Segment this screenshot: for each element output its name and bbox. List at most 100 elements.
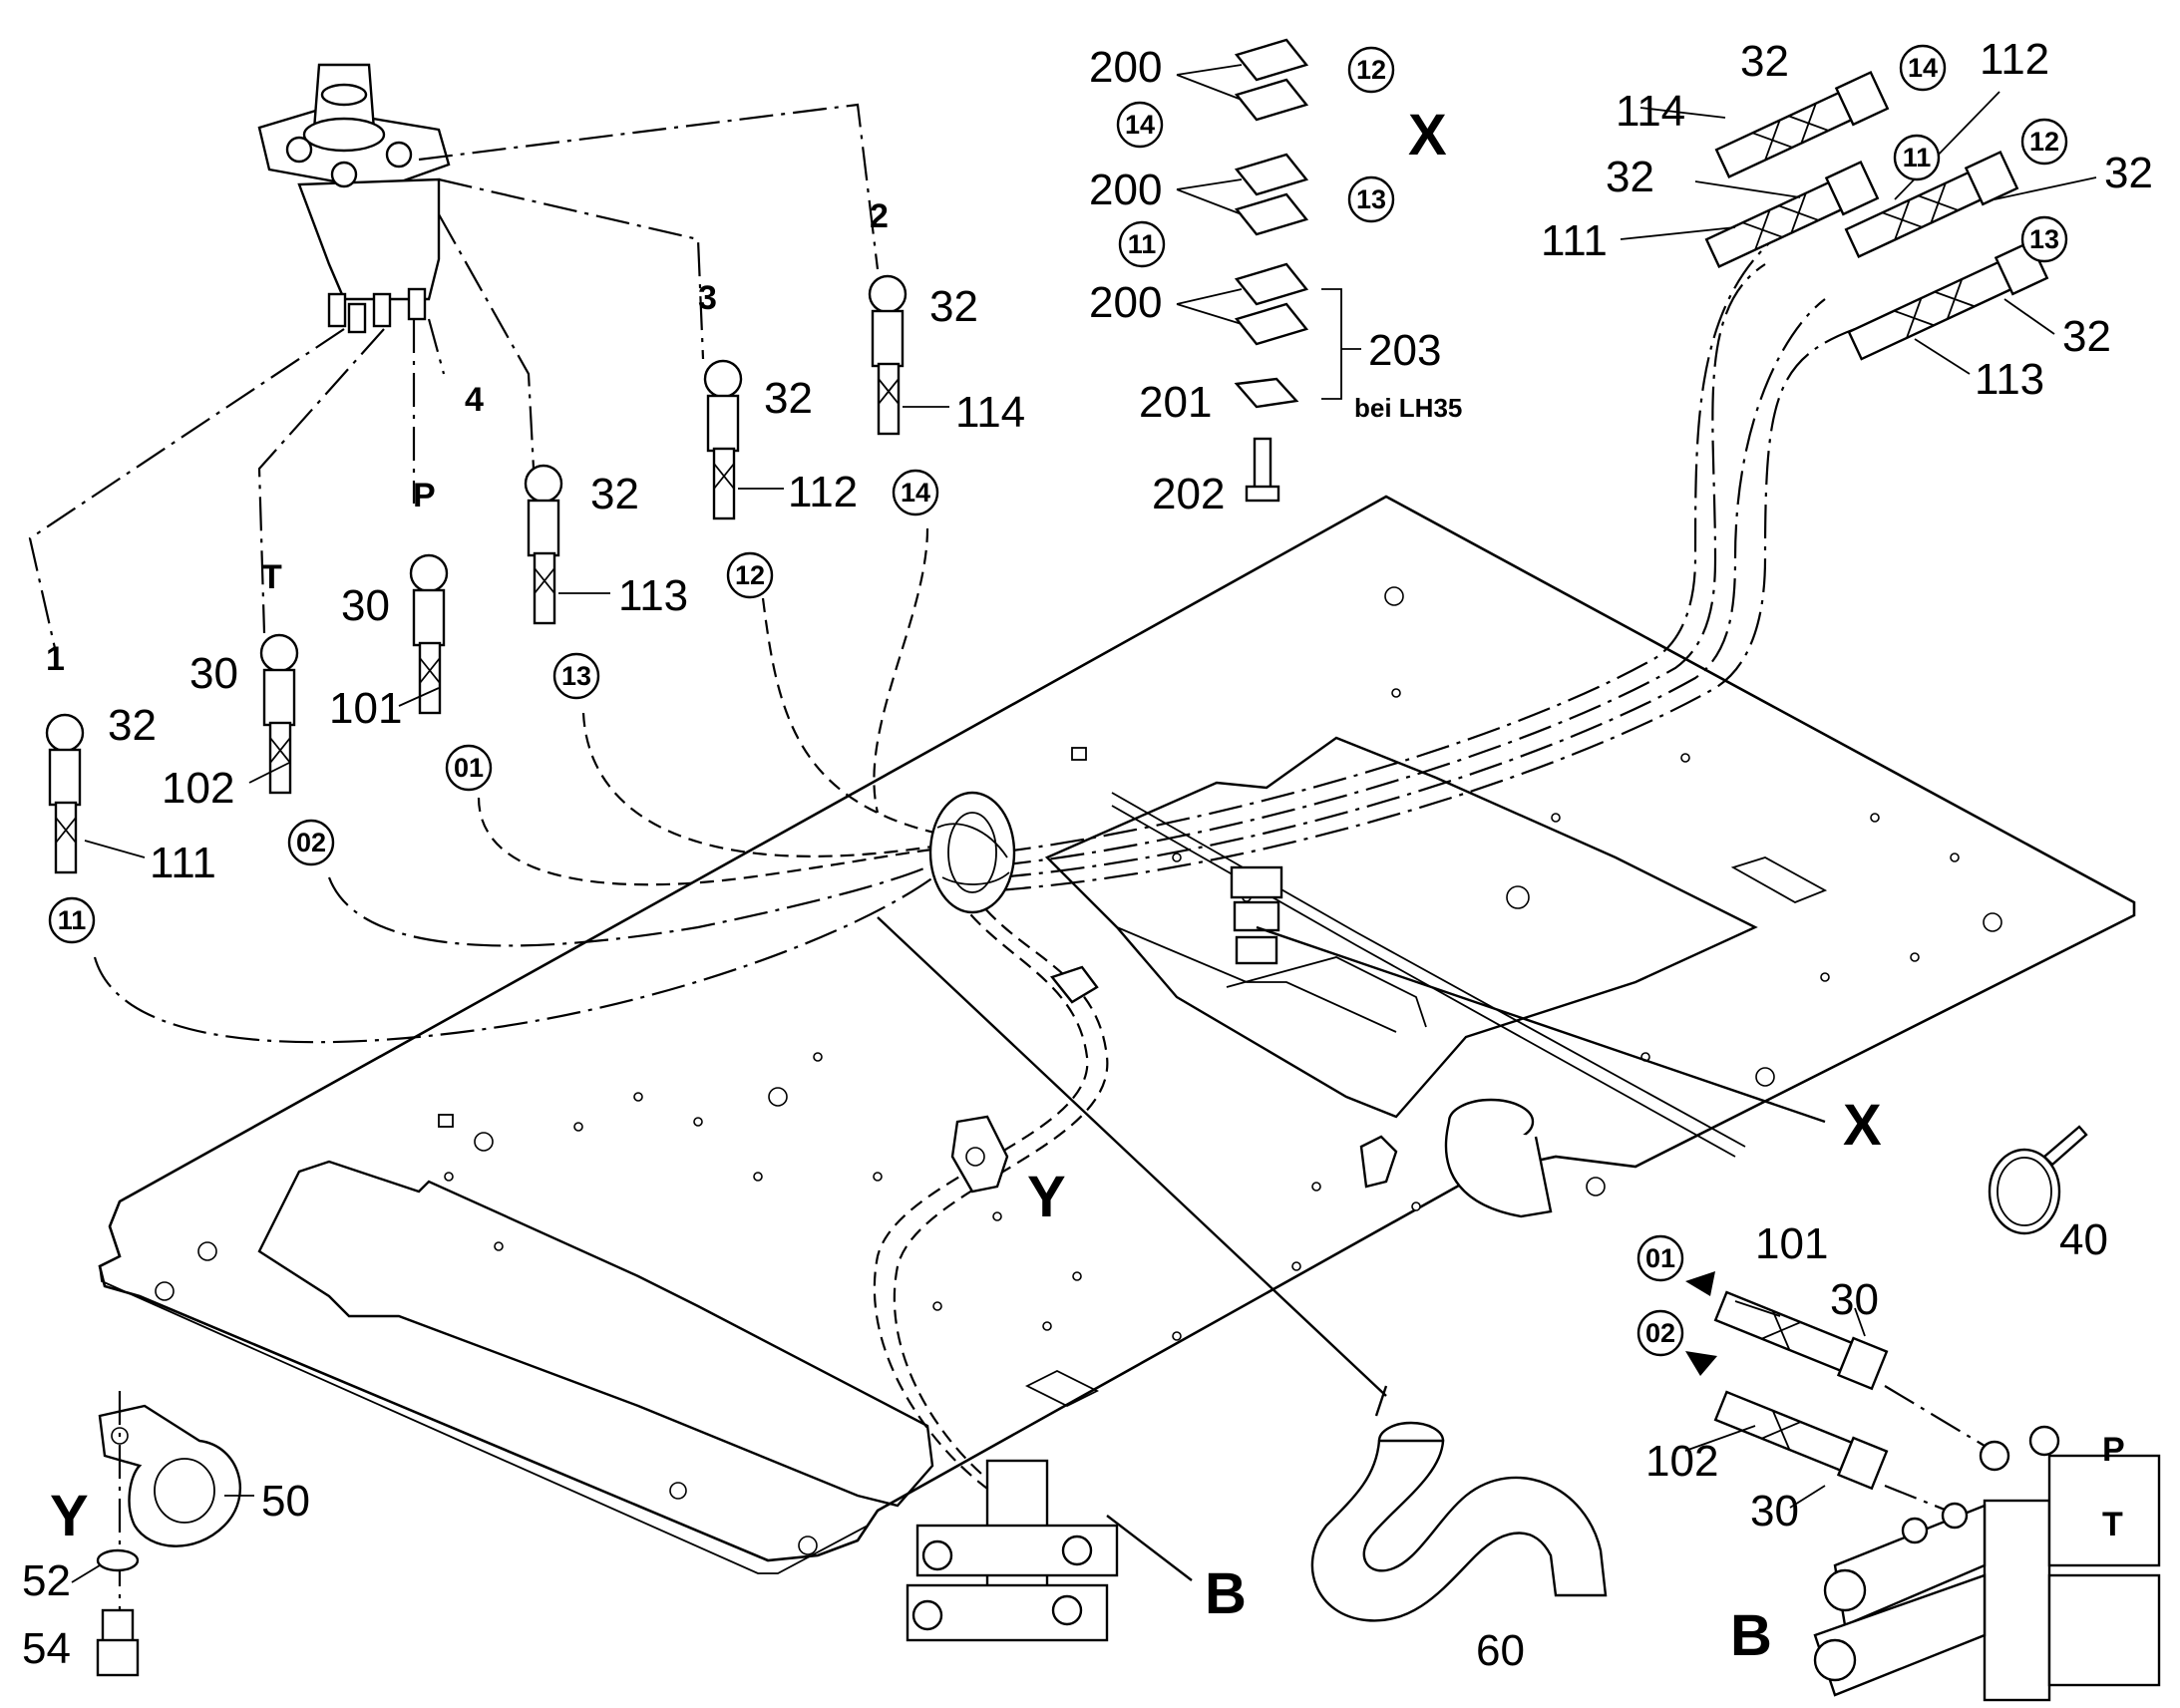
view-label-x: X bbox=[1408, 103, 1447, 168]
note-bei-lh35: bei LH35 bbox=[1354, 393, 1462, 423]
label-32: 32 bbox=[1606, 153, 1654, 201]
label-32: 32 bbox=[764, 374, 813, 423]
label-200: 200 bbox=[1089, 43, 1162, 92]
grommet bbox=[928, 791, 1016, 914]
detail-hoses-right bbox=[1704, 70, 2049, 361]
label-40: 40 bbox=[2059, 1215, 2108, 1264]
label-30: 30 bbox=[189, 649, 238, 698]
label-201: 201 bbox=[1139, 378, 1212, 427]
assignment-lines bbox=[28, 103, 880, 649]
label-113: 113 bbox=[1975, 355, 2044, 404]
port-label-p: P bbox=[413, 477, 436, 514]
label-52: 52 bbox=[22, 1556, 71, 1605]
label-114: 114 bbox=[955, 388, 1025, 437]
label-101: 101 bbox=[1755, 1219, 1828, 1268]
detail-b bbox=[1685, 1271, 2161, 1702]
circle-id-12: 12 bbox=[726, 551, 774, 599]
label-203: 203 bbox=[1368, 326, 1441, 375]
marker-p: P bbox=[2102, 1431, 2125, 1469]
label-102: 102 bbox=[1645, 1437, 1718, 1486]
svg-text:01: 01 bbox=[454, 753, 484, 783]
svg-text:12: 12 bbox=[2029, 127, 2059, 157]
view-label-x: X bbox=[1843, 1093, 1882, 1158]
elbow-fitting bbox=[1444, 1098, 1553, 1218]
port-label-4: 4 bbox=[465, 381, 484, 419]
clamp-y-installed bbox=[950, 1115, 1009, 1194]
label-30: 30 bbox=[1750, 1487, 1799, 1536]
port-label-3: 3 bbox=[698, 279, 717, 317]
label-200: 200 bbox=[1089, 166, 1162, 214]
hose-fitting-14 bbox=[868, 274, 908, 436]
detail-y bbox=[96, 1391, 241, 1677]
circle-id-12: 12 bbox=[1347, 46, 1395, 94]
circle-id-01: 01 bbox=[1636, 1234, 1684, 1282]
view-label-y: Y bbox=[1027, 1165, 1066, 1229]
plate-holes bbox=[155, 586, 2002, 1555]
port-label-1: 1 bbox=[46, 640, 65, 678]
label-32: 32 bbox=[590, 470, 639, 518]
svg-text:13: 13 bbox=[1356, 184, 1386, 214]
marker-t: T bbox=[2102, 1506, 2123, 1543]
bracket bbox=[1359, 1135, 1398, 1189]
label-30: 30 bbox=[1830, 1275, 1879, 1324]
label-32: 32 bbox=[929, 282, 978, 331]
label-113: 113 bbox=[618, 571, 688, 620]
svg-text:11: 11 bbox=[58, 905, 87, 935]
hose-fitting-02 bbox=[259, 633, 299, 795]
svg-text:02: 02 bbox=[296, 828, 326, 857]
manifold-block-installed bbox=[906, 1459, 1119, 1642]
label-32: 32 bbox=[2062, 312, 2111, 361]
view-label-y: Y bbox=[50, 1484, 89, 1548]
label-leaders bbox=[71, 91, 2097, 1583]
svg-text:12: 12 bbox=[1356, 55, 1386, 85]
svg-text:02: 02 bbox=[1645, 1318, 1675, 1348]
circle-id-13: 13 bbox=[2020, 215, 2068, 263]
circle-id-02: 02 bbox=[1636, 1309, 1684, 1357]
circle-id-13: 13 bbox=[1347, 175, 1395, 223]
label-102: 102 bbox=[162, 764, 234, 813]
svg-text:14: 14 bbox=[901, 478, 930, 508]
corrugated-hose bbox=[1310, 1421, 1608, 1622]
circle-id-11: 11 bbox=[1118, 220, 1166, 268]
label-32: 32 bbox=[1740, 37, 1789, 86]
hose-fitting-13 bbox=[524, 464, 563, 625]
label-30: 30 bbox=[341, 581, 390, 630]
label-111: 111 bbox=[1541, 216, 1608, 265]
view-label-b: B bbox=[1205, 1561, 1247, 1626]
clamp-x-installed bbox=[1230, 865, 1283, 965]
port-label-2: 2 bbox=[870, 197, 889, 235]
svg-text:13: 13 bbox=[561, 661, 591, 691]
circle-id-14: 14 bbox=[1116, 101, 1164, 149]
circle-id-12: 12 bbox=[2020, 118, 2068, 166]
svg-text:11: 11 bbox=[1128, 229, 1157, 259]
svg-text:12: 12 bbox=[735, 560, 765, 590]
svg-text:14: 14 bbox=[1125, 110, 1155, 140]
circle-id-14: 14 bbox=[892, 469, 939, 516]
clamp-small bbox=[1049, 965, 1099, 1004]
svg-text:14: 14 bbox=[1908, 53, 1938, 83]
hose-fitting-01 bbox=[409, 553, 449, 715]
label-200: 200 bbox=[1089, 278, 1162, 327]
label-54: 54 bbox=[22, 1624, 71, 1673]
label-112: 112 bbox=[788, 468, 858, 516]
labels: 1 T P 4 3 2 32 111 30 102 30 101 32 113 … bbox=[22, 35, 2153, 1675]
floor-plate bbox=[98, 495, 2136, 1574]
circle-id-02: 02 bbox=[287, 819, 335, 866]
view-label-b: B bbox=[1730, 1603, 1772, 1668]
label-111: 111 bbox=[150, 839, 216, 887]
cable-tie bbox=[1988, 1125, 2088, 1235]
hose-fitting-11 bbox=[45, 713, 85, 874]
detail-x bbox=[1176, 38, 1361, 503]
label-50: 50 bbox=[261, 1477, 310, 1526]
port-label-t: T bbox=[261, 558, 282, 596]
svg-text:13: 13 bbox=[2029, 224, 2059, 254]
label-60: 60 bbox=[1476, 1626, 1525, 1675]
circle-id-11: 11 bbox=[1893, 134, 1941, 181]
hose-fitting-12 bbox=[703, 359, 743, 520]
label-32: 32 bbox=[108, 701, 157, 750]
svg-text:11: 11 bbox=[1903, 143, 1932, 172]
circled-ids: 11 02 01 13 12 14 12 14 bbox=[48, 44, 2068, 1357]
label-32: 32 bbox=[2104, 149, 2153, 197]
